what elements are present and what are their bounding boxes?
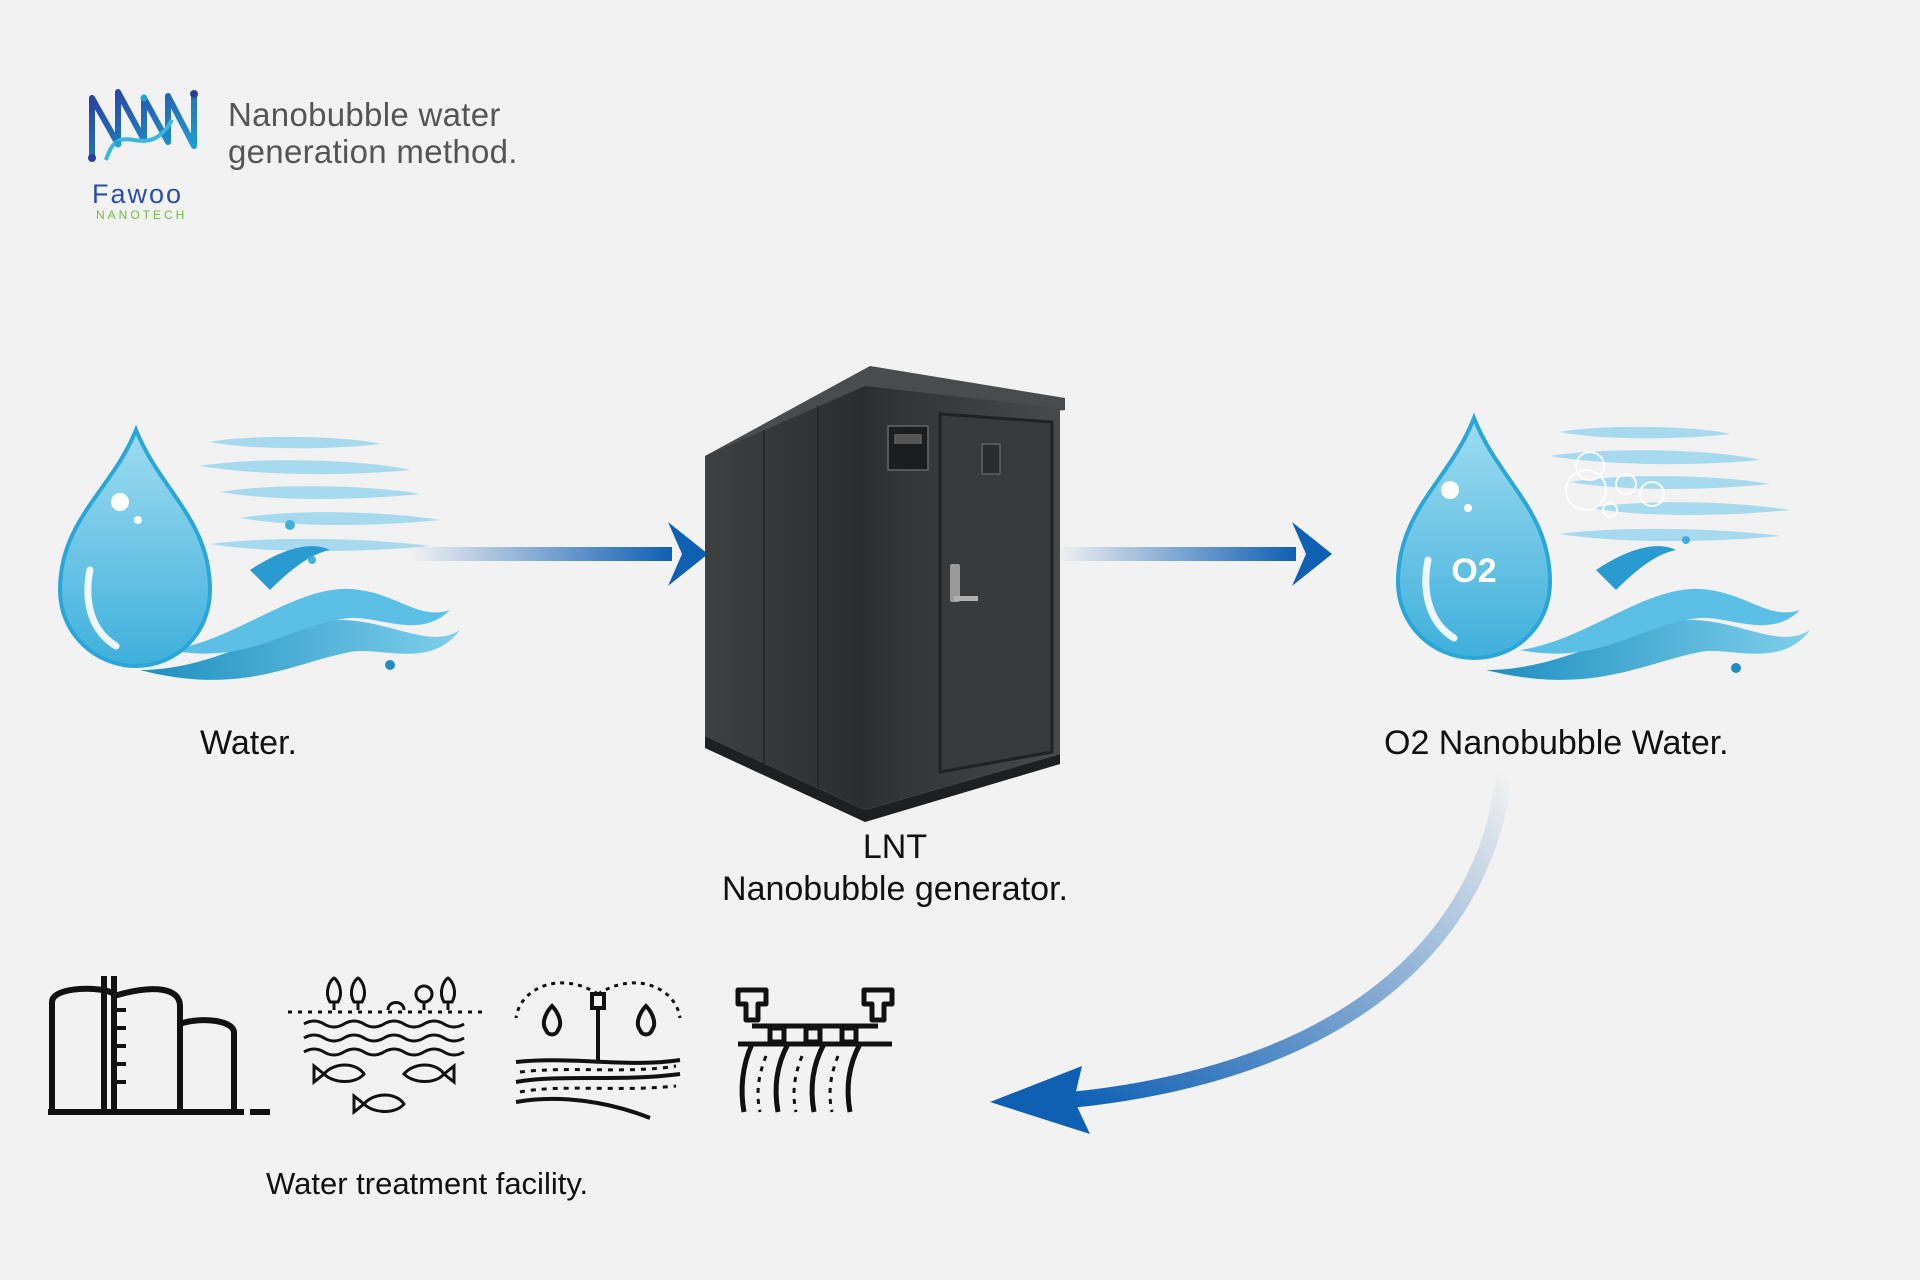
- flow-arrow-1: [410, 522, 708, 586]
- water-drop-wave-icon: [57, 424, 460, 680]
- label-o2-water: O2 Nanobubble Water.: [1384, 724, 1729, 762]
- nanobubble-generator-cabinet: [705, 366, 1065, 822]
- storage-tank-icon: [48, 976, 270, 1115]
- brand-subname: NANOTECH: [96, 208, 188, 222]
- aquaculture-fish-icon: [288, 976, 484, 1116]
- curved-flow-arrow: [990, 764, 1512, 1134]
- label-water: Water.: [200, 724, 297, 762]
- o2-drop-wave-icon: O2: [1395, 412, 1810, 680]
- water-channel-icon: [735, 987, 895, 1113]
- label-generator: LNT Nanobubble generator.: [620, 826, 1170, 910]
- fawoo-logo-icon: [88, 89, 198, 162]
- flow-arrow-2: [1056, 522, 1332, 586]
- page-title: Nanobubble water generation method.: [228, 96, 518, 170]
- label-generator-line2: Nanobubble generator.: [722, 870, 1068, 908]
- brand-name: Fawoo: [92, 179, 184, 209]
- label-facility: Water treatment facility.: [266, 1166, 589, 1201]
- brand-logo: [86, 84, 206, 170]
- irrigation-sprinkler-icon: [514, 981, 682, 1120]
- label-generator-line1: LNT: [862, 828, 928, 866]
- o2-badge-text: O2: [1451, 552, 1496, 590]
